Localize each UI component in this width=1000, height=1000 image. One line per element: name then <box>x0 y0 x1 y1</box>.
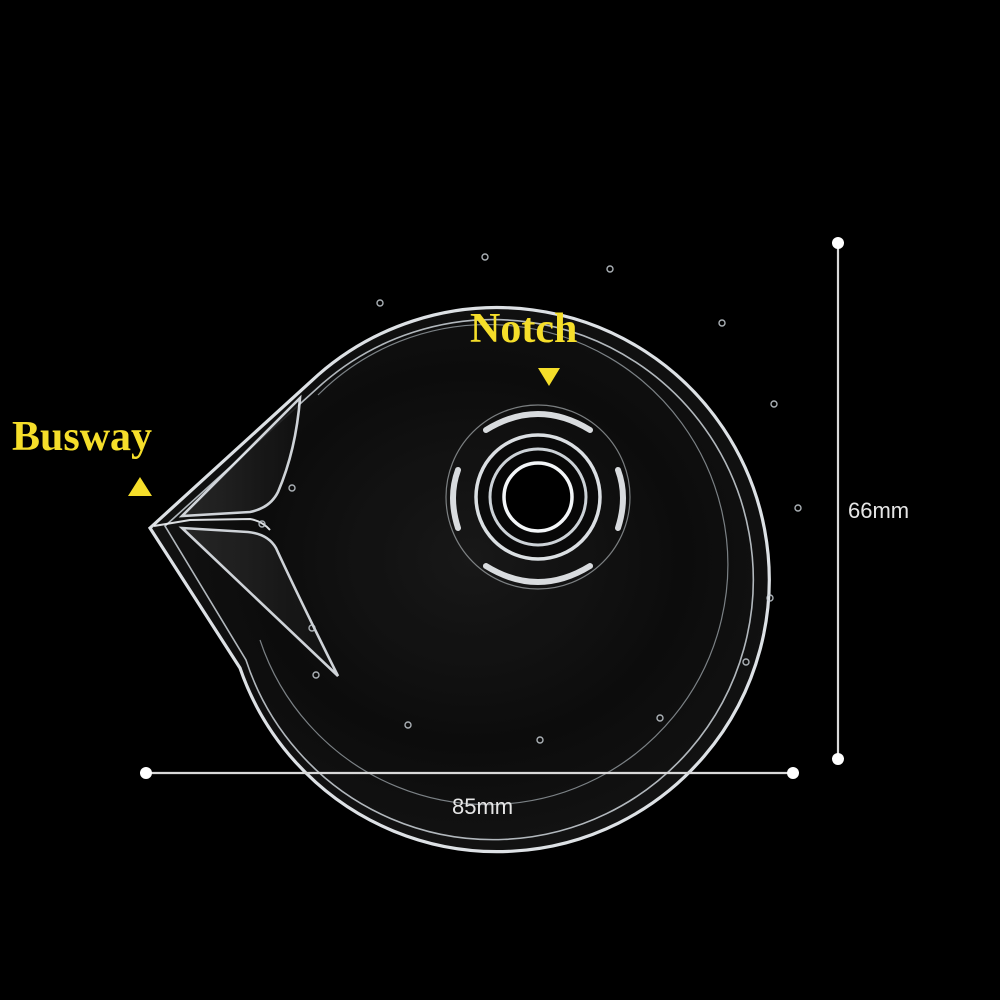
notch-label: Notch <box>470 306 578 352</box>
height-dimension-bottom-dot <box>832 753 844 765</box>
hub-notch-bottom <box>483 563 593 585</box>
width-dimension-left-dot <box>140 767 152 779</box>
width-dimension-label: 85mm <box>452 794 514 819</box>
height-dimension-label: 66mm <box>848 498 910 523</box>
busway-pointer-icon <box>128 477 152 496</box>
reel-outer-body <box>147 306 771 854</box>
height-dimension-top-dot <box>832 237 844 249</box>
reel-inner-groove <box>259 323 729 806</box>
busway-channel-lower <box>178 526 340 677</box>
busway-label: Busway <box>12 414 153 460</box>
reel-rim-inner-line <box>163 318 755 841</box>
busway-exit-slot <box>153 517 271 531</box>
notch-pointer-icon <box>538 368 560 386</box>
hub-notch-top <box>483 411 593 433</box>
busway-channel-outer <box>178 394 302 518</box>
hub-notch-right <box>615 467 626 531</box>
hub-notch-left <box>450 467 461 531</box>
rim-holes <box>258 253 802 744</box>
reel-hub <box>445 404 631 590</box>
width-dimension-right-dot <box>787 767 799 779</box>
